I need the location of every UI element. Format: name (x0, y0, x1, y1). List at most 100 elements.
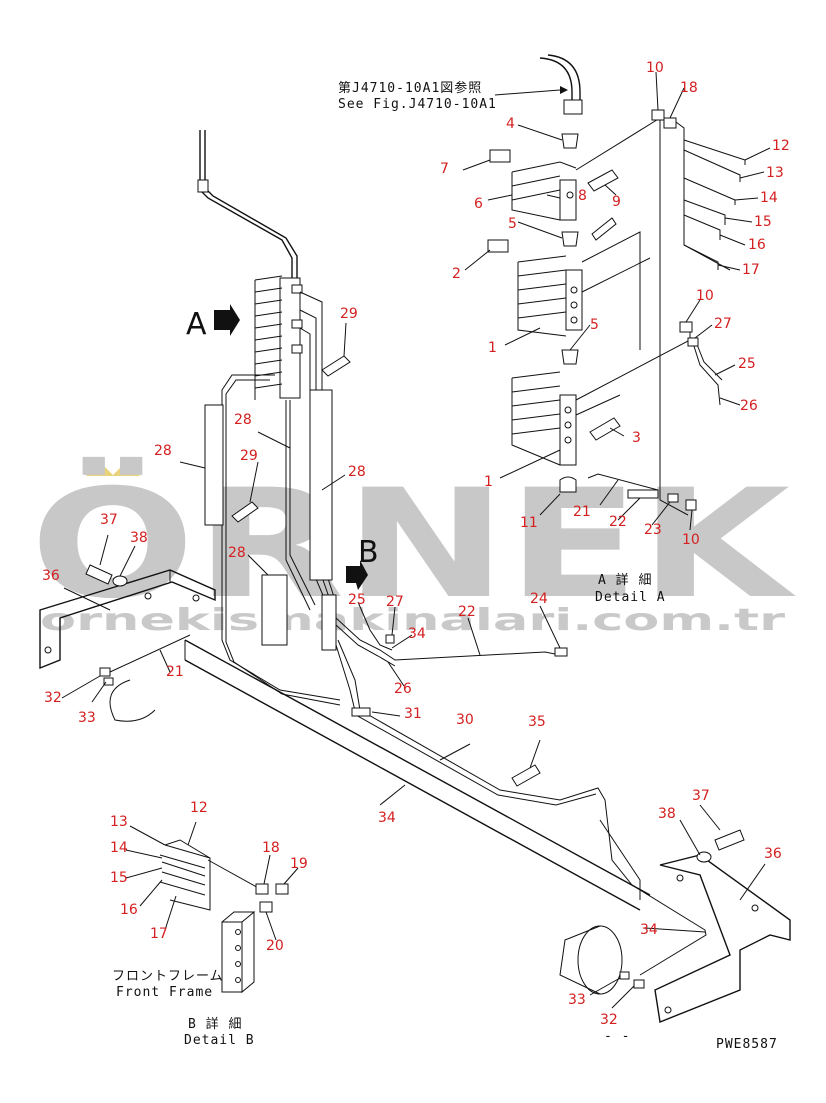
callout-32-left: 32 (44, 690, 62, 706)
callout-26-lower: 26 (394, 681, 412, 697)
bracket-plate-right (309, 389, 333, 581)
callout-28-right: 28 (348, 464, 366, 480)
fitting-18-detail-b (255, 883, 269, 895)
callout-13-upper: 13 (766, 165, 784, 181)
manifold-1-lower (511, 371, 577, 466)
manifold-6 (511, 161, 577, 221)
callout-21-upper: 21 (573, 504, 591, 520)
watermark-accent-right (112, 462, 140, 476)
callout-5-lower: 5 (590, 317, 599, 333)
callout-25-upper: 25 (738, 356, 756, 372)
washer-38-left (112, 575, 128, 587)
watermark-accent-left (86, 462, 114, 476)
fitting-27-upper (687, 337, 699, 347)
watermark: ÖRNEK ornekismakinalari.com.tr (30, 456, 796, 638)
callout-24: 24 (530, 591, 548, 607)
fitting-5-upper (561, 231, 579, 247)
detail-a-jp: A 詳 細 (598, 572, 652, 588)
fitting-27-lower (385, 634, 395, 644)
fitting-10-top (651, 109, 665, 121)
callout-36-left: 36 (42, 568, 60, 584)
plug-11 (559, 476, 577, 493)
bracket-plate-lower (261, 574, 288, 646)
callout-7: 7 (440, 161, 449, 177)
fitting-33-right (619, 971, 630, 980)
ref-note-en: See Fig.J4710-10A1 (338, 97, 497, 112)
detail-a-en: Detail A (595, 590, 666, 605)
callout-27-lower: 27 (386, 594, 404, 610)
callout-9: 9 (612, 194, 621, 210)
watermark-brand: ÖRNEK (30, 456, 796, 632)
callout-23: 23 (644, 522, 662, 538)
fitting-32-right (633, 979, 645, 989)
callout-31: 31 (404, 706, 422, 722)
tube-21 (587, 473, 659, 491)
callout-34-upper: 34 (408, 626, 426, 642)
callout-29-upper: 29 (340, 306, 358, 322)
callout-16-upper: 16 (748, 237, 766, 253)
callout-4: 4 (506, 116, 515, 132)
callout-2: 2 (452, 266, 461, 282)
callout-6: 6 (474, 196, 483, 212)
bolt-29-lower (231, 501, 259, 523)
watermark-site: ornekismakinalari.com.tr (40, 603, 785, 638)
ref-note-jp: 第J4710-10A1図参照 (338, 80, 482, 96)
callout-1-upper: 1 (488, 340, 497, 356)
callout-14-upper: 14 (760, 190, 778, 206)
callout-10-bottom: 10 (682, 532, 700, 548)
callout-19: 19 (290, 856, 308, 872)
callout-34-middle: 34 (378, 810, 396, 826)
bolt-29-upper (321, 355, 351, 377)
tube-25 (691, 339, 721, 406)
callout-36-right: 36 (764, 846, 782, 862)
callout-26-upper: 26 (740, 398, 758, 414)
callout-37-left: 37 (100, 512, 118, 528)
dash-mark: - - (604, 1029, 630, 1044)
fitting-20 (259, 901, 273, 913)
bolt-35 (511, 764, 541, 787)
callout-5-upper: 5 (508, 216, 517, 232)
notes: 第J4710-10A1図参照 See Fig.J4710-10A1 A 詳 細 … (112, 80, 778, 1052)
junction-block-b (321, 594, 337, 651)
fitting-33-left (103, 677, 114, 686)
view-mark-a: A (186, 307, 207, 342)
callout-21-lower: 21 (166, 664, 184, 680)
clip-26-lower (369, 629, 393, 651)
manifold-1-upper (517, 255, 583, 337)
callout-34-lower: 34 (640, 922, 658, 938)
leader-lines (61, 71, 771, 1009)
callout-22-lower: 22 (458, 604, 476, 620)
callout-25-lower: 25 (348, 592, 366, 608)
bracket-36-right (654, 854, 791, 1023)
callout-16-lower: 16 (120, 902, 138, 918)
plug-7 (489, 149, 511, 163)
detail-a (487, 54, 746, 516)
bolt-37-left (85, 564, 113, 585)
fitting-10-bottom (685, 499, 697, 511)
callouts: 4 7 6 8 9 5 2 1 5 3 1 11 21 22 23 10 10 … (42, 60, 790, 1028)
callout-15-lower: 15 (110, 870, 128, 886)
cover-33-left (109, 679, 156, 722)
callout-33-left: 33 (78, 710, 96, 726)
callout-35: 35 (528, 714, 546, 730)
front-frame-en: Front Frame (116, 985, 213, 1000)
drawing-number: PWE8587 (716, 1037, 778, 1052)
callout-12-lower: 12 (190, 800, 208, 816)
callout-29-lower: 29 (240, 448, 258, 464)
callout-22-upper: 22 (609, 514, 627, 530)
main-assembly (197, 130, 707, 976)
callout-15-upper: 15 (754, 214, 772, 230)
fitting-18 (663, 117, 677, 129)
fitting-31 (351, 707, 371, 717)
bracket-36-left (39, 569, 216, 670)
callout-28-center: 28 (234, 412, 252, 428)
callout-13-lower: 13 (110, 814, 128, 830)
arrow-a (214, 304, 240, 336)
callout-30: 30 (456, 712, 474, 728)
grease-manifold-main (254, 275, 303, 400)
view-mark-b: B (358, 535, 379, 570)
tube-set-12-17 (675, 121, 746, 271)
fitting-10-mid (679, 321, 693, 333)
callout-18-lower: 18 (262, 840, 280, 856)
cover-33-right (559, 925, 623, 995)
